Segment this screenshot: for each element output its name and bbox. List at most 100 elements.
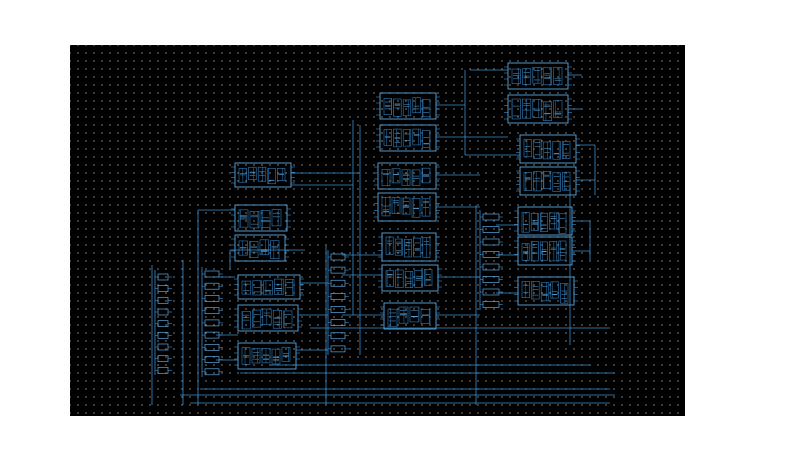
block-b2-cell xyxy=(393,128,402,148)
block-b1-cell xyxy=(402,99,412,117)
block-a4-cell xyxy=(274,278,284,295)
block-b6-cell xyxy=(414,270,423,288)
gate-column-4-gate xyxy=(482,263,500,271)
block-c2-cell xyxy=(553,100,563,118)
block-b4-cell xyxy=(401,197,411,215)
gate-column-3-gate xyxy=(330,306,346,313)
block-a6-cell xyxy=(251,348,261,364)
block-c5-outline xyxy=(517,206,573,236)
block-b4-cell xyxy=(391,196,401,215)
block-a1 xyxy=(231,162,295,188)
block-a3 xyxy=(231,234,289,262)
gate-column-3-gate xyxy=(330,266,346,274)
block-c1 xyxy=(504,62,572,90)
gate-column-4-gate xyxy=(482,226,500,233)
block-b7 xyxy=(380,302,440,330)
block-a6-outline xyxy=(237,342,297,370)
block-a2-cell xyxy=(271,209,282,227)
block-a5 xyxy=(234,304,302,332)
block-c1-cell xyxy=(522,68,532,85)
gate-column-4 xyxy=(479,210,503,310)
block-b1-cell xyxy=(412,97,421,114)
block-b5-cell xyxy=(394,238,403,256)
block-b3-cell xyxy=(401,169,411,186)
block-a6-cell xyxy=(271,348,281,365)
block-c4-cell xyxy=(533,171,542,192)
block-c7-cell xyxy=(560,282,569,304)
gate-column-3-gate xyxy=(330,332,346,340)
block-c2-cell xyxy=(532,98,542,118)
block-c6-cell xyxy=(558,240,567,261)
block-b2-outline xyxy=(379,124,437,152)
gate-column-1 xyxy=(154,270,172,375)
block-c7-outline xyxy=(517,276,575,306)
block-c4-cell xyxy=(542,171,552,189)
block-b5-outline xyxy=(381,232,437,262)
block-a1-cell xyxy=(248,166,257,181)
block-c4 xyxy=(516,166,580,196)
block-b7-outline xyxy=(383,302,437,330)
gate-column-1-gate xyxy=(157,320,169,328)
block-c5-cell xyxy=(540,212,548,232)
gate-column-4-gate xyxy=(482,251,500,258)
block-a2 xyxy=(231,204,291,232)
block-a6-cell xyxy=(281,346,291,362)
block-c1-cell xyxy=(511,68,521,84)
block-c5 xyxy=(514,206,576,236)
block-c7-cell xyxy=(521,281,530,298)
block-c4-cell xyxy=(552,172,561,192)
block-c3-cell xyxy=(533,139,542,159)
block-b1-cell xyxy=(393,98,402,117)
block-a4-cell xyxy=(284,279,295,296)
block-b1-cell xyxy=(422,99,431,118)
gate-column-3-gate xyxy=(330,293,346,300)
gate-column-2-gate xyxy=(204,356,220,363)
block-c7 xyxy=(514,276,578,306)
gate-column-1-gate xyxy=(157,366,169,374)
block-b4 xyxy=(374,192,440,222)
block-c5-cell xyxy=(549,212,558,230)
block-a6-cell xyxy=(241,347,251,365)
block-a3-cell xyxy=(259,239,269,256)
block-c7-cell xyxy=(531,281,540,300)
block-b6 xyxy=(378,264,442,292)
block-c3-cell xyxy=(523,139,532,158)
block-b5-cell xyxy=(385,236,394,255)
gate-column-2-gate xyxy=(204,319,220,327)
gate-column-2-gate xyxy=(204,282,220,290)
block-b3-cell xyxy=(391,168,401,184)
block-c5-cell xyxy=(558,213,567,234)
block-b2-cell xyxy=(402,129,412,147)
block-b7-cell xyxy=(398,306,409,324)
block-b5-cell xyxy=(413,237,422,258)
block-a3-cell xyxy=(238,240,248,256)
block-a1-cell xyxy=(267,168,276,185)
block-b3-cell xyxy=(411,169,421,186)
block-b6-outline xyxy=(381,264,439,292)
block-a2-cell xyxy=(249,211,260,229)
schematic-canvas[interactable] xyxy=(70,45,685,416)
block-b1-outline xyxy=(379,92,437,120)
block-b6-cell xyxy=(385,270,394,287)
gate-column-1-gate xyxy=(157,285,169,293)
gate-column-1-gate xyxy=(157,331,169,339)
gate-column-1-gate xyxy=(157,273,169,281)
block-c1-cell xyxy=(553,66,563,86)
block-a2-outline xyxy=(234,204,288,232)
block-c7-cell xyxy=(540,282,550,302)
gate-column-3-gate xyxy=(330,319,346,326)
gate-column-1-gate xyxy=(157,296,169,304)
block-c3-cell xyxy=(562,140,571,159)
block-c4-cell xyxy=(523,172,532,191)
block-a5-outline xyxy=(237,304,299,332)
gate-column-2-gate xyxy=(204,343,220,351)
block-b5-cell xyxy=(404,238,412,258)
block-a6 xyxy=(234,342,300,370)
block-b4-cell xyxy=(421,198,431,217)
block-c1-outline xyxy=(507,62,569,90)
block-b4-cell xyxy=(381,197,391,217)
block-c6-cell xyxy=(530,241,539,262)
gate-column-4-gate xyxy=(482,301,500,308)
block-b7-cell xyxy=(409,306,420,323)
block-c6-cell xyxy=(549,241,558,262)
